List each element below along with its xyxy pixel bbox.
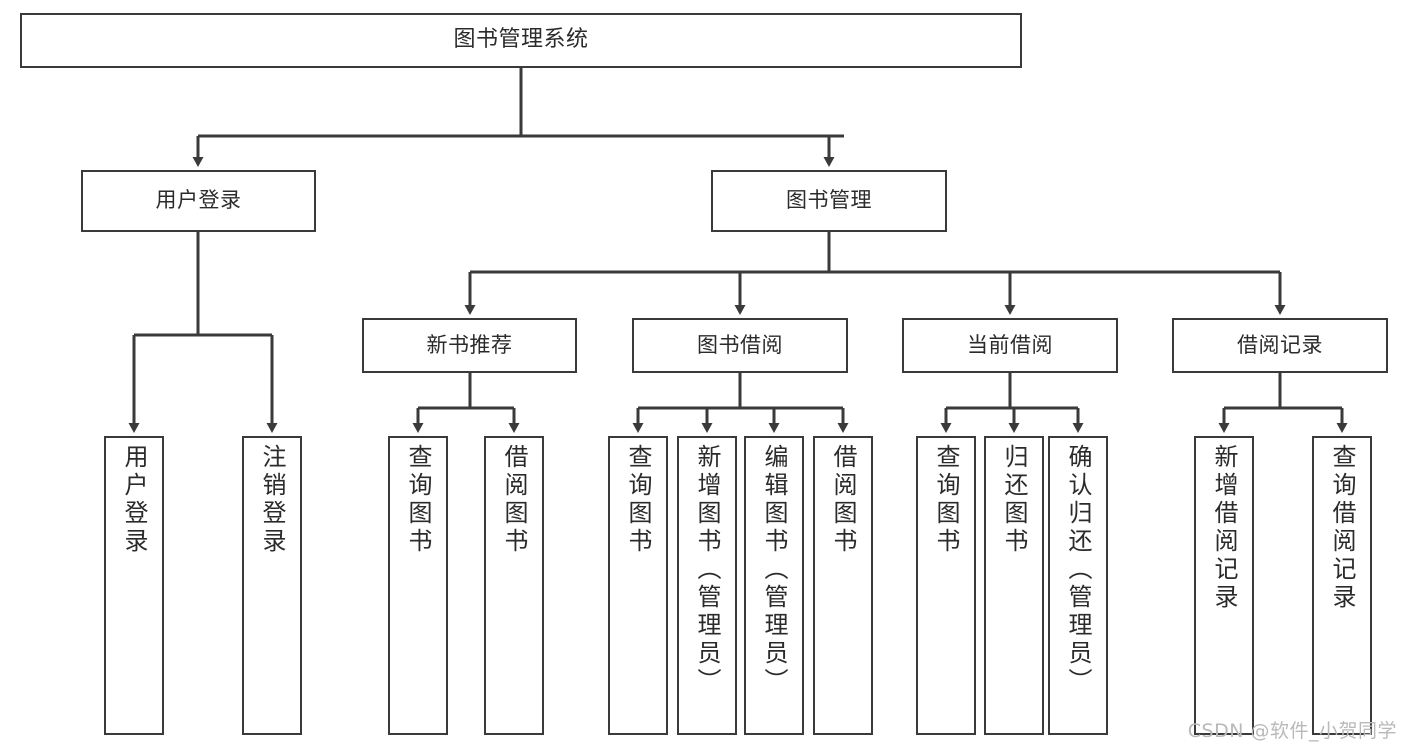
node-label: 图书借阅 bbox=[697, 332, 783, 357]
node-borrow-records[interactable]: 借阅记录 bbox=[1172, 318, 1388, 373]
leaf-borrow-book[interactable]: 借阅图书 bbox=[813, 436, 873, 735]
leaf-user-login[interactable]: 用户登录 bbox=[104, 436, 164, 735]
node-book-borrow[interactable]: 图书借阅 bbox=[632, 318, 848, 373]
node-label: 查询借阅记录 bbox=[1328, 444, 1356, 612]
node-label: 查询图书 bbox=[404, 444, 432, 556]
node-user-login[interactable]: 用户登录 bbox=[81, 170, 316, 232]
node-label: 确认归还（管理员） bbox=[1064, 444, 1092, 696]
leaf-query-book-borrow[interactable]: 查询图书 bbox=[608, 436, 668, 735]
leaf-borrow-book-recommend[interactable]: 借阅图书 bbox=[484, 436, 544, 735]
node-label: 借阅记录 bbox=[1237, 332, 1323, 357]
leaf-add-book-admin[interactable]: 新增图书（管理员） bbox=[677, 436, 737, 735]
node-label: 借阅图书 bbox=[500, 444, 528, 556]
node-label: 新增图书（管理员） bbox=[693, 444, 721, 696]
leaf-query-borrow-record[interactable]: 查询借阅记录 bbox=[1312, 436, 1372, 735]
node-current-borrow[interactable]: 当前借阅 bbox=[902, 318, 1118, 373]
node-label: 当前借阅 bbox=[967, 332, 1053, 357]
node-label: 图书管理 bbox=[786, 188, 872, 213]
node-label: 新书推荐 bbox=[426, 332, 513, 357]
leaf-edit-book-admin[interactable]: 编辑图书（管理员） bbox=[744, 436, 804, 735]
node-label: 新增借阅记录 bbox=[1210, 444, 1238, 612]
leaf-return-book[interactable]: 归还图书 bbox=[984, 436, 1044, 735]
node-label: 用户登录 bbox=[120, 444, 148, 556]
node-root[interactable]: 图书管理系统 bbox=[20, 13, 1022, 68]
node-label: 查询图书 bbox=[624, 444, 652, 556]
leaf-add-borrow-record[interactable]: 新增借阅记录 bbox=[1194, 436, 1254, 735]
node-label: 归还图书 bbox=[1000, 444, 1028, 556]
node-label: 注销登录 bbox=[258, 444, 286, 556]
leaf-query-book-recommend[interactable]: 查询图书 bbox=[388, 436, 448, 735]
node-new-book-recommend[interactable]: 新书推荐 bbox=[362, 318, 577, 373]
node-book-management[interactable]: 图书管理 bbox=[711, 170, 947, 232]
node-label: 用户登录 bbox=[155, 188, 242, 213]
node-label: 查询图书 bbox=[932, 444, 960, 556]
node-label: 编辑图书（管理员） bbox=[760, 444, 788, 696]
watermark: CSDN @软件_小贺同学 bbox=[1187, 720, 1397, 742]
leaf-logout[interactable]: 注销登录 bbox=[242, 436, 302, 735]
node-label: 图书管理系统 bbox=[453, 27, 589, 53]
leaf-confirm-return-admin[interactable]: 确认归还（管理员） bbox=[1048, 436, 1108, 735]
leaf-query-book-current[interactable]: 查询图书 bbox=[916, 436, 976, 735]
node-label: 借阅图书 bbox=[829, 444, 857, 556]
